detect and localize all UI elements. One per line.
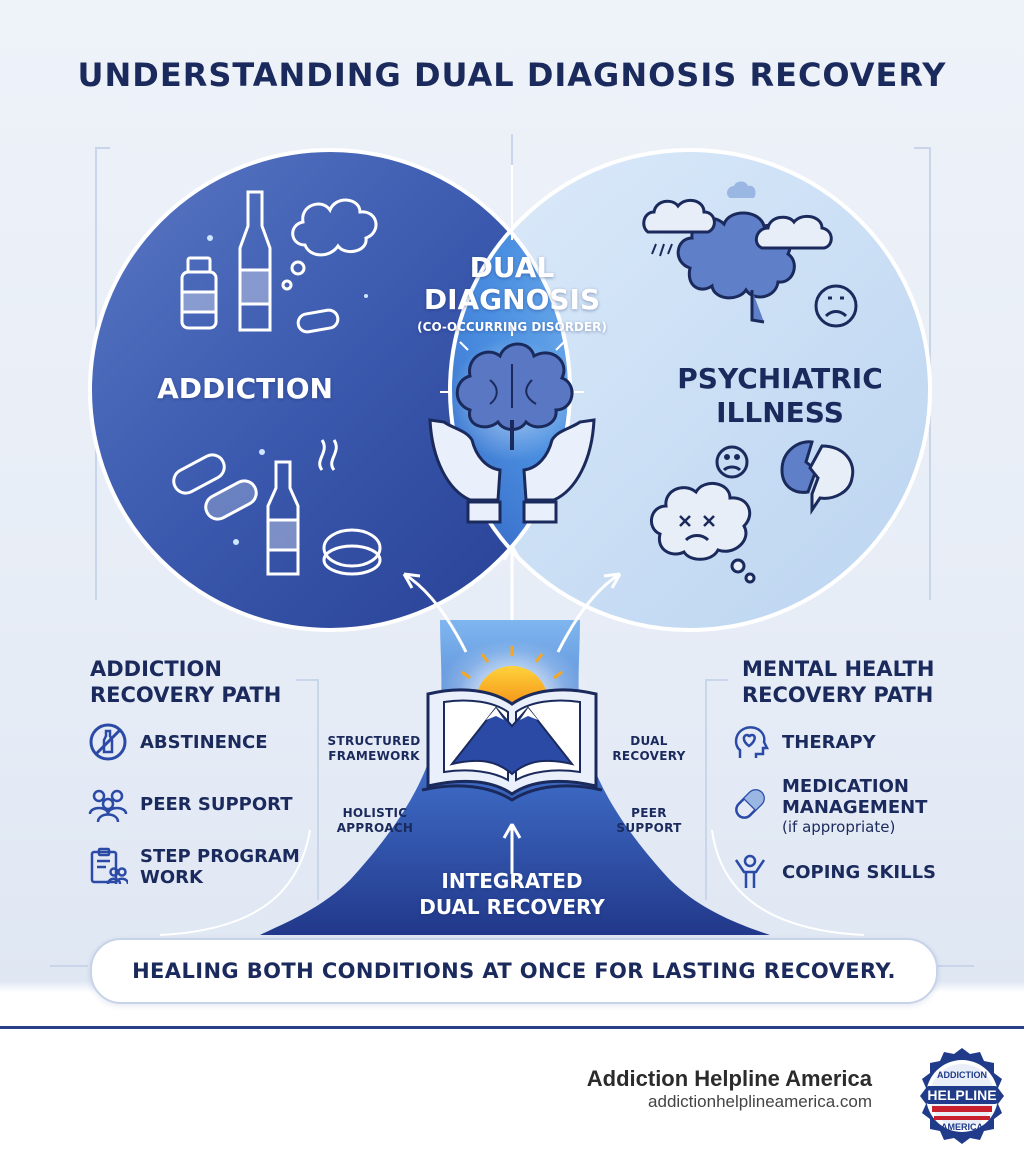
peer-support-center-label: PEER SUPPORT xyxy=(604,806,694,836)
mental-path-title: MENTAL HEALTH RECOVERY PATH xyxy=(742,656,934,708)
sparkle-dots xyxy=(207,235,368,545)
people-icon xyxy=(88,789,128,823)
addiction-circle-label: ADDICTION xyxy=(157,372,333,405)
therapy-label: THERAPY xyxy=(782,731,876,753)
recovery-label: RECOVERY xyxy=(612,749,686,763)
dual-label: DUAL xyxy=(630,734,668,748)
sunrise-book-icon xyxy=(421,646,603,802)
psychiatric-circle xyxy=(450,150,930,630)
footer-divider xyxy=(0,1026,1024,1029)
approach-label: APPROACH xyxy=(336,821,414,835)
infographic-canvas: UNDERSTANDING DUAL DIAGNOSIS RECOVERY xyxy=(50,56,974,1004)
structured-label: STRUCTURED xyxy=(327,734,421,748)
step-program-label-1: STEP PROGRAM xyxy=(140,846,300,867)
psychiatric-label-2: ILLNESS xyxy=(716,396,844,429)
integrated-label-2: DUAL RECOVERY xyxy=(419,895,605,919)
structured-framework-label: STRUCTURED FRAMEWORK xyxy=(326,734,422,764)
helpline-america-logo: HELPLINE ADDICTION AMERICA xyxy=(920,1048,1004,1144)
dual-diagnosis-title-2: DIAGNOSIS xyxy=(423,283,601,316)
dual-recovery-label: DUAL RECOVERY xyxy=(604,734,694,764)
path-item-coping-skills: COPING SKILLS xyxy=(730,852,936,892)
coping-skills-label: COPING SKILLS xyxy=(782,861,937,883)
brain-hands-icon xyxy=(428,326,596,524)
medication-label-1: MEDICATION xyxy=(782,776,909,797)
broken-speech-icon xyxy=(780,440,855,515)
page-title: UNDERSTANDING DUAL DIAGNOSIS RECOVERY xyxy=(77,56,947,94)
path-item-abstinence: ABSTINENCE xyxy=(88,722,268,762)
addiction-path-title-line1: ADDICTION xyxy=(90,657,222,681)
psychiatric-label-1: PSYCHIATRIC xyxy=(677,362,883,395)
path-item-medication: MEDICATION MANAGEMENT (if appropriate) xyxy=(730,776,927,836)
smoke-cloud-icon xyxy=(281,198,378,291)
bottle-icons xyxy=(180,190,272,332)
peer-support-label: PEER SUPPORT xyxy=(140,793,293,815)
footer xyxy=(0,1029,1024,1154)
logo-addiction-text: ADDICTION xyxy=(937,1070,987,1080)
integrated-label-1: INTEGRATED xyxy=(441,869,583,893)
dual-diagnosis-title-1: DUAL xyxy=(469,251,555,284)
path-item-peer-support: PEER SUPPORT xyxy=(88,784,293,824)
mental-path-title-line2: RECOVERY PATH xyxy=(742,683,934,707)
dizzy-cloud-icon xyxy=(650,482,756,584)
brand-name: Addiction Helpline America xyxy=(586,1066,872,1091)
co-occurring-subtitle: (CO-OCCURRING DISORDER) xyxy=(417,320,607,334)
person-arms-up-icon xyxy=(734,854,766,888)
flow-arrows xyxy=(402,545,622,874)
pill-icon xyxy=(735,789,765,819)
path-item-therapy: THERAPY xyxy=(730,722,876,762)
mental-path-title-line1: MENTAL HEALTH xyxy=(742,657,935,681)
step-program-label-2: WORK xyxy=(140,867,203,888)
abstinence-label: ABSTINENCE xyxy=(140,731,268,753)
holistic-label: HOLISTIC xyxy=(342,806,408,820)
storm-brain-icon xyxy=(642,181,833,324)
brand-url[interactable]: addictionhelplineamerica.com xyxy=(648,1092,872,1111)
head-heart-icon xyxy=(734,726,770,758)
path-item-step-program: STEP PROGRAM WORK xyxy=(88,846,300,888)
logo-america-text: AMERICA xyxy=(941,1122,983,1132)
addiction-path-title: ADDICTION RECOVERY PATH xyxy=(90,656,281,708)
sad-face-icon xyxy=(814,284,858,328)
clipboard-people-icon xyxy=(90,847,128,885)
medication-note: (if appropriate) xyxy=(782,818,896,836)
logo-helpline-text: HELPLINE xyxy=(927,1087,996,1103)
integrated-dual-recovery-label: INTEGRATED DUAL RECOVERY xyxy=(402,868,622,920)
frown-face-icon xyxy=(715,445,749,479)
support-label: SUPPORT xyxy=(616,821,682,835)
healing-banner: HEALING BOTH CONDITIONS AT ONCE FOR LAST… xyxy=(90,938,938,1004)
capsule-icons xyxy=(172,439,382,576)
medication-label-2: MANAGEMENT xyxy=(782,797,928,818)
addiction-path-title-line2: RECOVERY PATH xyxy=(90,683,282,707)
no-bottle-icon xyxy=(89,723,127,761)
framework-label: FRAMEWORK xyxy=(328,749,420,763)
holistic-approach-label: HOLISTIC APPROACH xyxy=(330,806,420,836)
venn-diagram xyxy=(50,134,974,967)
peer-label: PEER xyxy=(631,806,667,820)
pill-icon-small xyxy=(296,308,340,334)
